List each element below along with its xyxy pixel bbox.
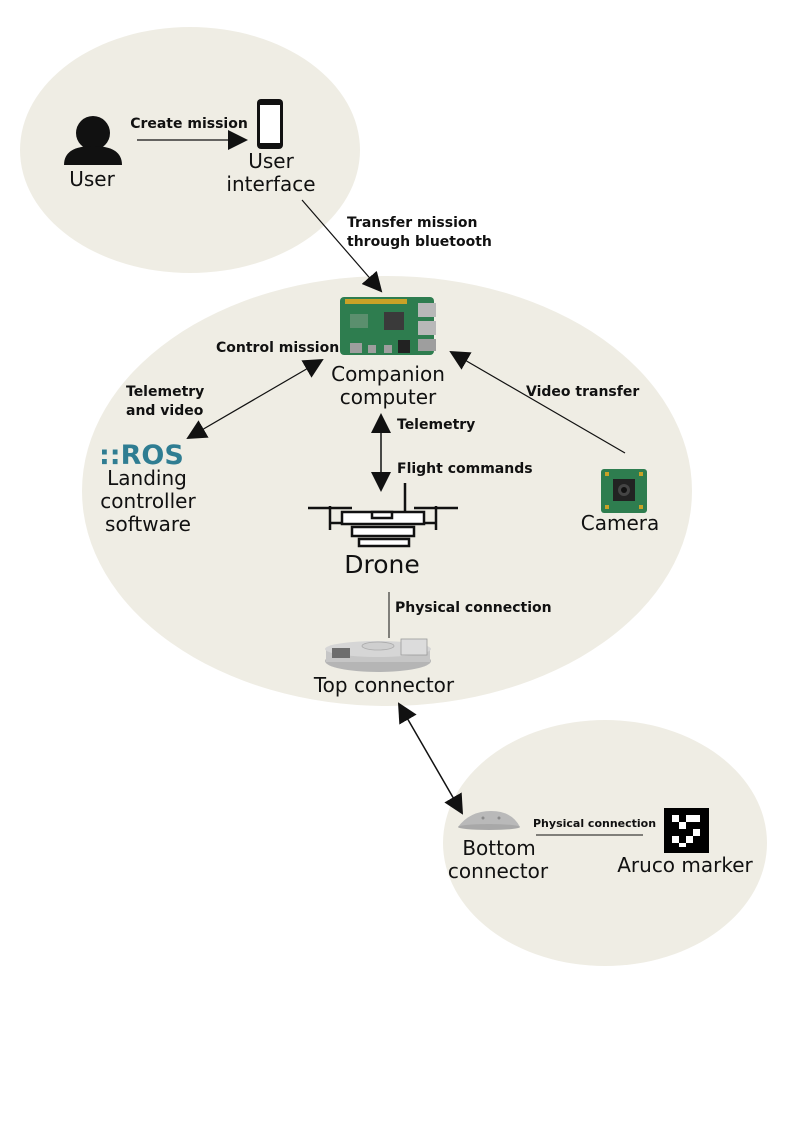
camera-module-icon — [601, 469, 647, 513]
camera-label: Camera — [581, 511, 660, 535]
user-interface-label-line1: User — [248, 149, 294, 173]
bottom-connector-label-line2: connector — [448, 859, 549, 883]
flight-commands-label: Flight commands — [397, 461, 533, 477]
ground-region — [443, 720, 767, 966]
telemetry-video-label-line1: Telemetry — [126, 384, 204, 400]
user-interface-label-line2: interface — [226, 172, 315, 196]
landing-controller-label-line3: software — [105, 512, 191, 536]
user-region — [20, 27, 360, 273]
video-transfer-label: Video transfer — [526, 384, 639, 400]
drone-icon — [308, 483, 458, 548]
telemetry-video-label-line2: and video — [126, 403, 204, 419]
physical-connection-bottom-label: Physical connection — [533, 817, 656, 830]
transfer-mission-label-line1: Transfer mission — [347, 215, 477, 231]
ros-logo: ::ROS — [99, 440, 184, 471]
bottom-connector-icon — [458, 811, 520, 830]
aruco-marker-icon — [664, 808, 709, 853]
raspberry-pi-board-icon — [340, 297, 436, 355]
drone-label: Drone — [344, 550, 420, 579]
video-transfer-arrow — [449, 350, 626, 454]
smartphone-icon — [257, 99, 283, 149]
create-mission-label: Create mission — [130, 116, 248, 132]
landing-controller-label-line1: Landing — [107, 466, 187, 490]
physical-connection-top-label: Physical connection — [395, 600, 552, 616]
landing-controller-label-line2: controller — [100, 489, 196, 513]
telemetry-label: Telemetry — [397, 417, 475, 433]
user-icon — [64, 116, 122, 165]
bottom-connector-label-line1: Bottom — [462, 836, 535, 860]
companion-computer-label-line2: computer — [340, 385, 437, 409]
top-connector-icon — [325, 638, 431, 672]
aruco-marker-label: Aruco marker — [617, 853, 753, 877]
companion-computer-label-line1: Companion — [331, 362, 445, 386]
top-connector-label: Top connector — [313, 673, 455, 697]
transfer-mission-label-line2: through bluetooth — [347, 234, 492, 250]
connector-link-arrow — [397, 702, 464, 815]
telemetry-video-arrow — [186, 358, 324, 440]
user-label: User — [69, 167, 115, 191]
control-mission-label: Control mission — [216, 340, 339, 356]
transfer-mission-arrow — [301, 199, 383, 293]
